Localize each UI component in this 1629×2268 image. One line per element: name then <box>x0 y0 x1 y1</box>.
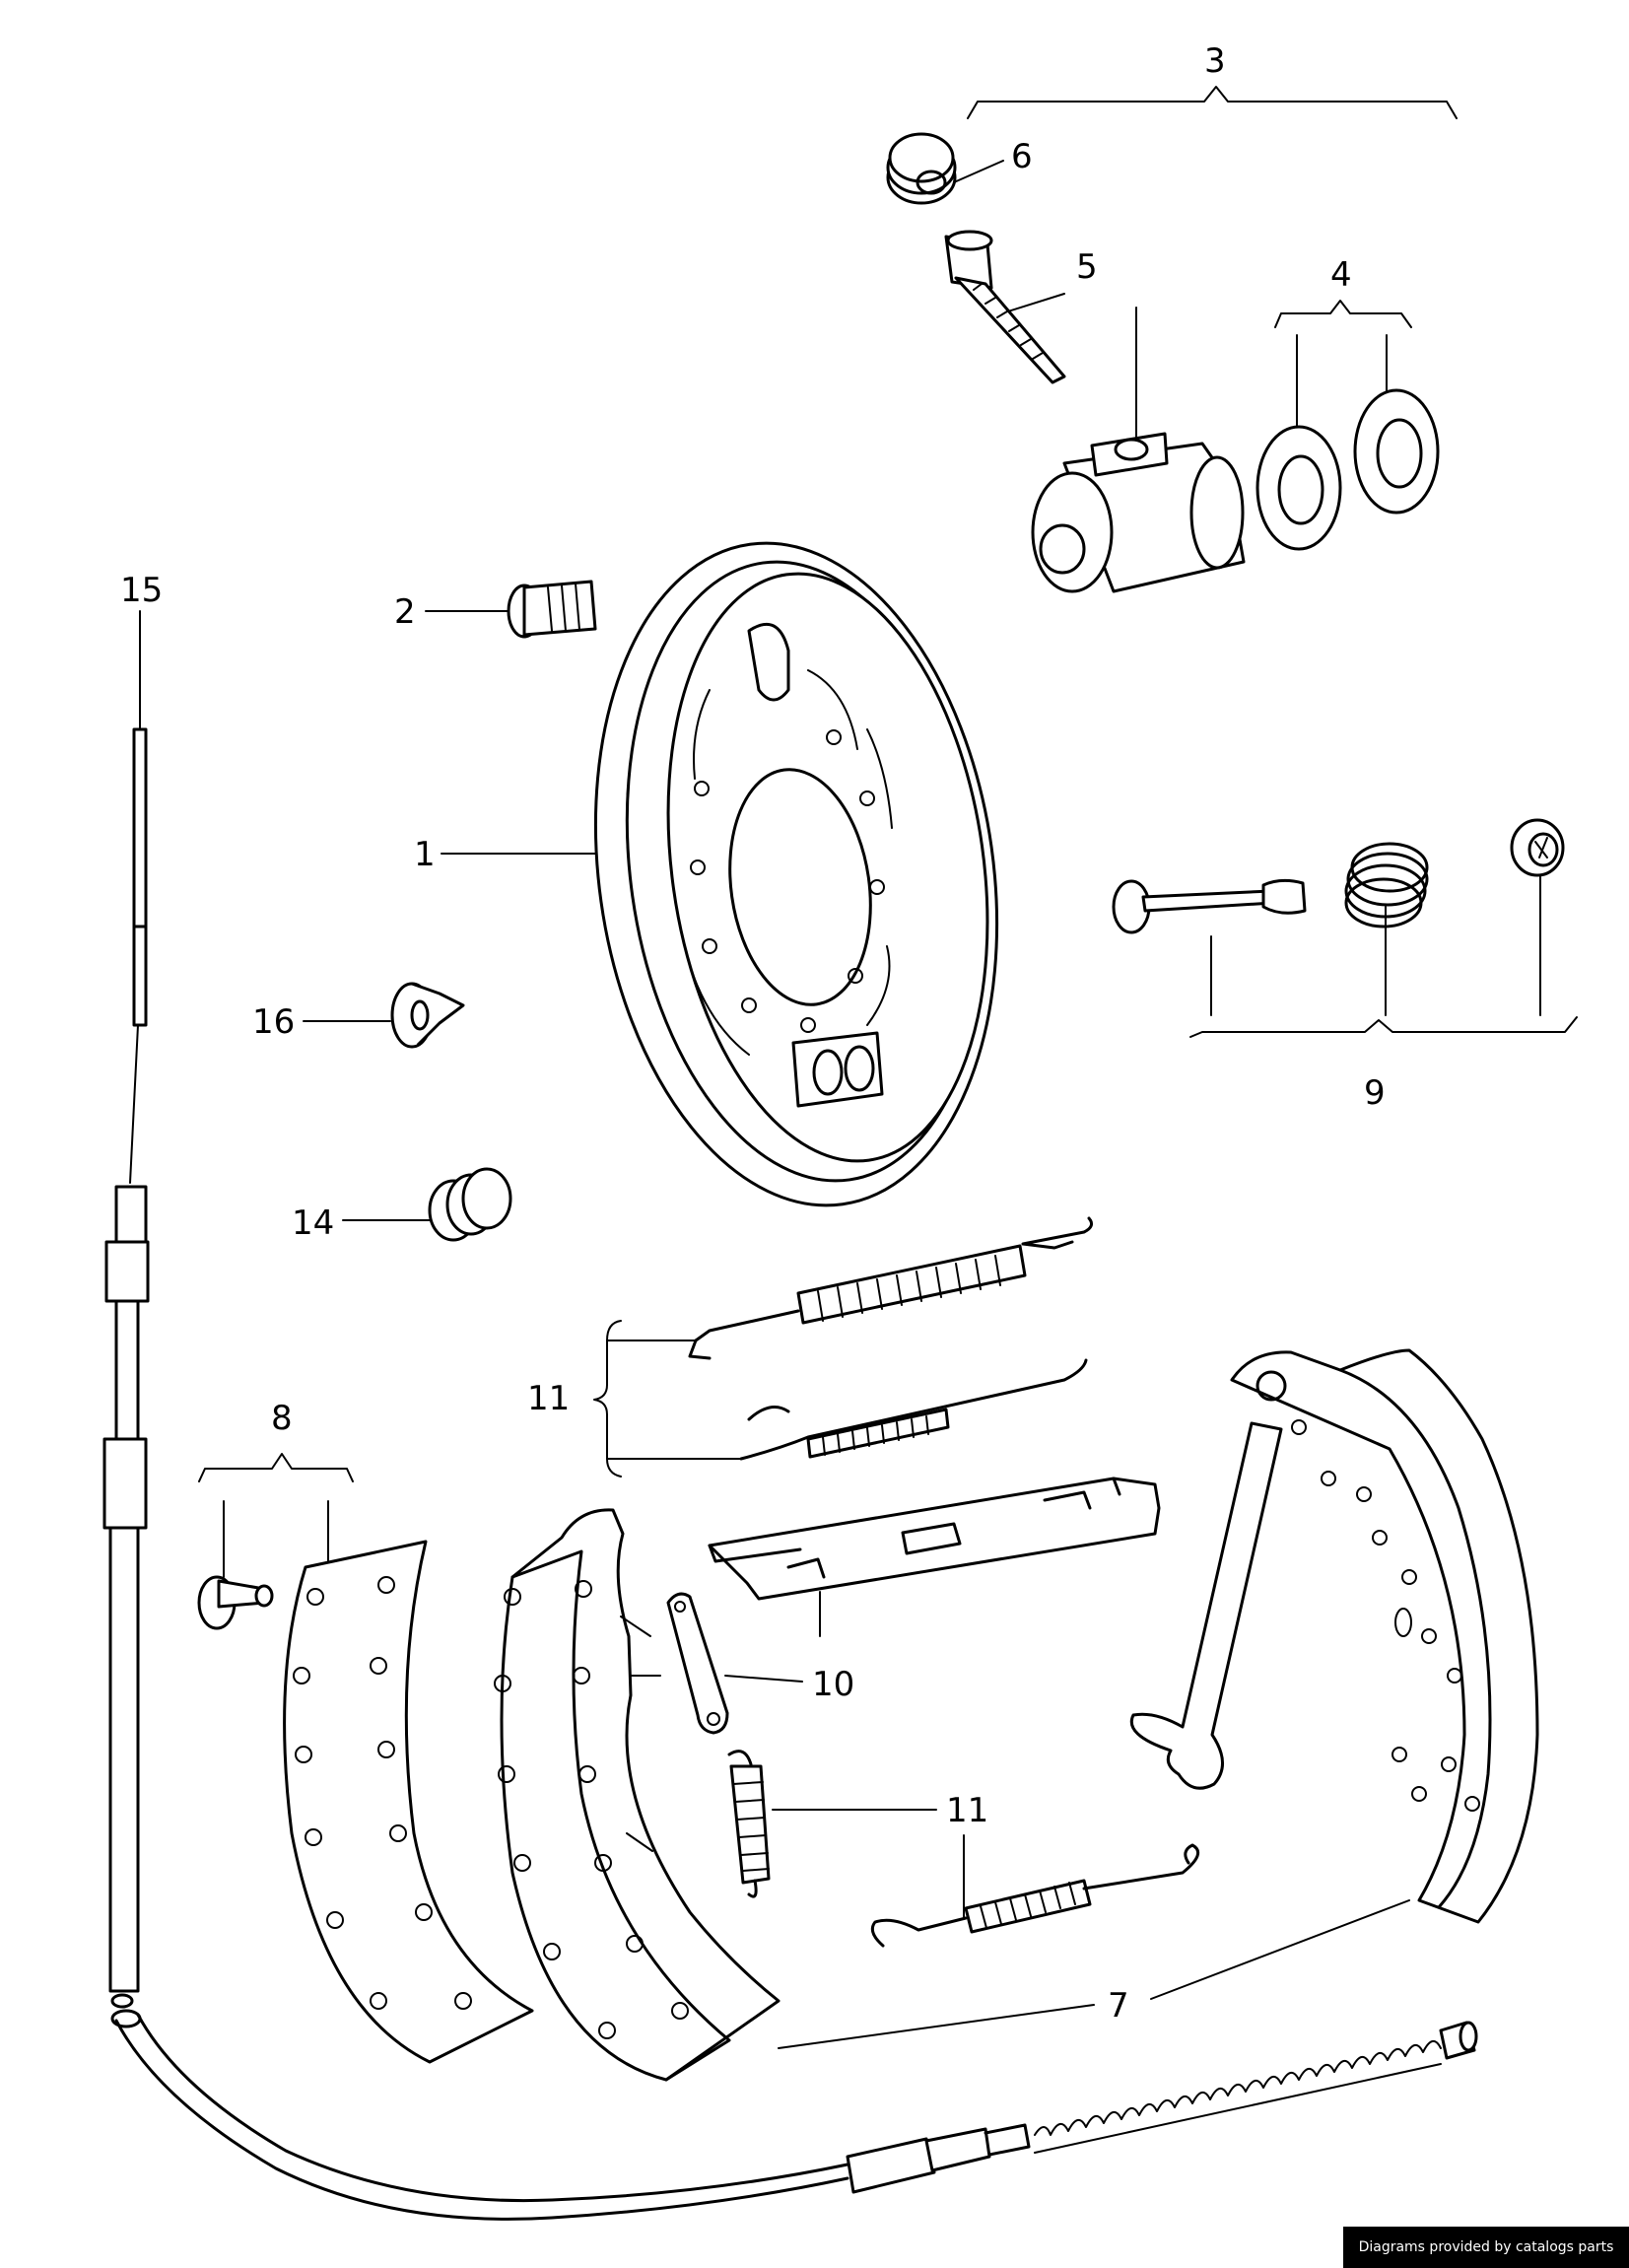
callout-6: 6 <box>1011 137 1033 176</box>
leader-7-right <box>1151 1900 1409 1999</box>
leader-7-left <box>779 2005 1094 2048</box>
callout-5: 5 <box>1076 247 1098 287</box>
bracket-8 <box>199 1454 353 1481</box>
part-8-rivet <box>199 1577 272 1628</box>
callout-11-lower: 11 <box>946 1791 988 1830</box>
spring-coil-upper <box>798 1246 1025 1323</box>
part-16-plug <box>392 984 463 1047</box>
part-1-backing-plate <box>555 516 1038 1231</box>
part-7-shoe-left <box>495 1510 779 2080</box>
part-7-shoe-right <box>1131 1350 1537 1922</box>
callout-7: 7 <box>1108 1986 1129 2026</box>
part-15-cable <box>104 611 148 2007</box>
callout-3: 3 <box>1204 41 1226 81</box>
part-5-bleeder <box>946 232 1064 382</box>
callout-16: 16 <box>252 1002 295 1042</box>
part-10-strut <box>710 1478 1159 1599</box>
bracket-9 <box>1190 1017 1577 1037</box>
cable-coils <box>1035 2041 1441 2153</box>
credit-banner: Diagrams provided by catalogs parts <box>1343 2227 1629 2268</box>
part-4-seals <box>1257 390 1438 549</box>
bracket-4 <box>1275 301 1411 327</box>
callout-10: 10 <box>812 1665 854 1704</box>
callout-11-upper: 11 <box>527 1379 570 1418</box>
bracket-3 <box>968 87 1457 118</box>
callout-4: 4 <box>1330 255 1352 295</box>
callout-2: 2 <box>394 592 416 632</box>
callout-9: 9 <box>1364 1073 1386 1113</box>
callout-labels: 3 6 5 4 15 2 1 16 9 14 11 8 10 11 7 <box>120 41 1386 2026</box>
part-8-lining <box>285 1542 532 2062</box>
part-2-screw <box>509 582 595 637</box>
part-14-grommet <box>430 1169 510 1240</box>
leader-6 <box>954 161 1003 182</box>
part-3-wheel-cylinder <box>1033 434 1244 591</box>
callout-14: 14 <box>292 1203 334 1243</box>
leader-lines <box>199 87 1577 2048</box>
callout-1: 1 <box>414 835 436 874</box>
callout-8: 8 <box>271 1399 293 1438</box>
part-11-lower-springs <box>729 1752 1198 1946</box>
leader-10 <box>725 1676 802 1682</box>
part-10-lever <box>668 1594 727 1733</box>
callout-15: 15 <box>120 571 163 610</box>
part-11-upper-springs <box>690 1218 1092 1459</box>
part-9-hold-down-kit <box>1114 820 1563 932</box>
lining-holes <box>294 1577 471 2009</box>
bracket-11-upper <box>594 1321 621 1477</box>
part-7-lower-cable <box>112 2011 1476 2219</box>
part-6-boot <box>888 134 955 203</box>
